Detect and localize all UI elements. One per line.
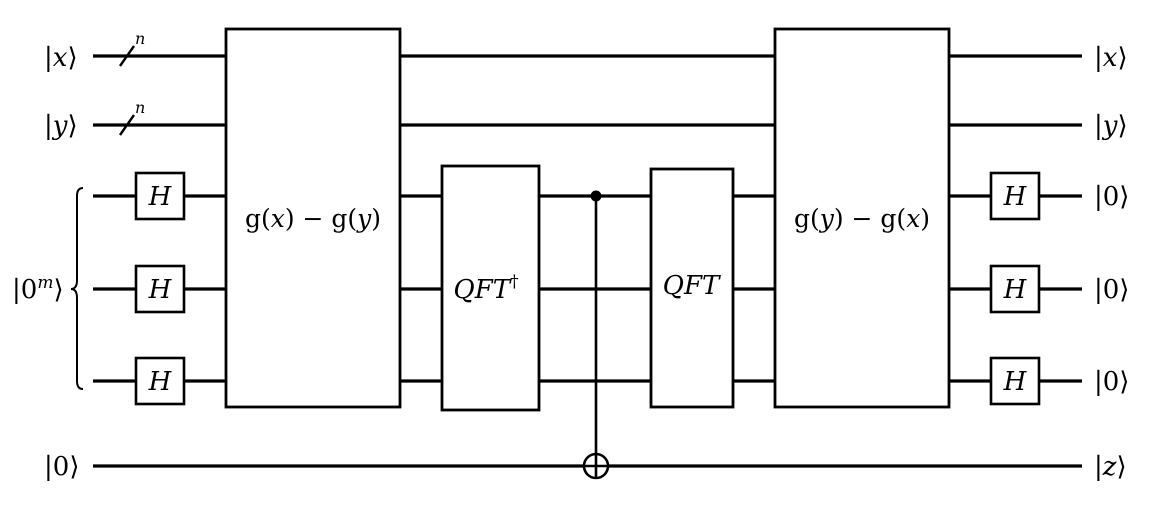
qft-dagger-label: QFT† (453, 272, 519, 305)
input-label-y: |y⟩ (44, 111, 78, 141)
output-label-ancilla-0: |0⟩ (1094, 182, 1129, 212)
output-label-x: |x⟩ (1094, 43, 1128, 73)
ancilla-brace (70, 187, 84, 390)
svg-text:H: H (148, 182, 173, 212)
qft-label: QFT (663, 271, 721, 301)
cnot-gate (582, 190, 610, 480)
svg-text:H: H (148, 367, 173, 397)
hadamard-gate-left-2: H (134, 356, 186, 406)
oracle-gate-gx-minus-gy: g(x) − g(y) (224, 27, 402, 409)
bundle-marker-y: n (119, 98, 145, 136)
bundle-marker-x: n (119, 29, 145, 67)
output-label-z: |z⟩ (1094, 452, 1127, 482)
bundle-label-x: n (135, 29, 145, 48)
output-label-ancilla-2: |0⟩ (1094, 367, 1129, 397)
output-label-y: |y⟩ (1094, 111, 1128, 141)
svg-text:H: H (1003, 275, 1028, 305)
output-label-ancilla-1: |0⟩ (1094, 275, 1129, 305)
cnot-control-dot (590, 190, 602, 202)
hadamard-gate-left-1: H (134, 264, 186, 314)
oracle-1-label: g(x) − g(y) (245, 204, 381, 233)
bundle-label-y: n (135, 98, 145, 117)
input-label-ancilla: |0m⟩ (12, 273, 64, 305)
svg-text:H: H (1003, 367, 1028, 397)
hadamard-gate-left-0: H (134, 171, 186, 221)
svg-text:H: H (1003, 182, 1028, 212)
oracle-2-label: g(y) − g(x) (794, 204, 930, 233)
hadamard-gate-right-1: H (989, 264, 1041, 314)
qft-dagger-gate: QFT† (440, 164, 541, 412)
input-label-x: |x⟩ (44, 43, 78, 73)
input-label-z: |0⟩ (44, 452, 79, 482)
hadamard-gate-right-0: H (989, 171, 1041, 221)
svg-text:H: H (148, 275, 173, 305)
oracle-gate-gy-minus-gx: g(y) − g(x) (773, 27, 951, 409)
qft-gate: QFT (649, 167, 735, 409)
hadamard-gate-right-2: H (989, 356, 1041, 406)
